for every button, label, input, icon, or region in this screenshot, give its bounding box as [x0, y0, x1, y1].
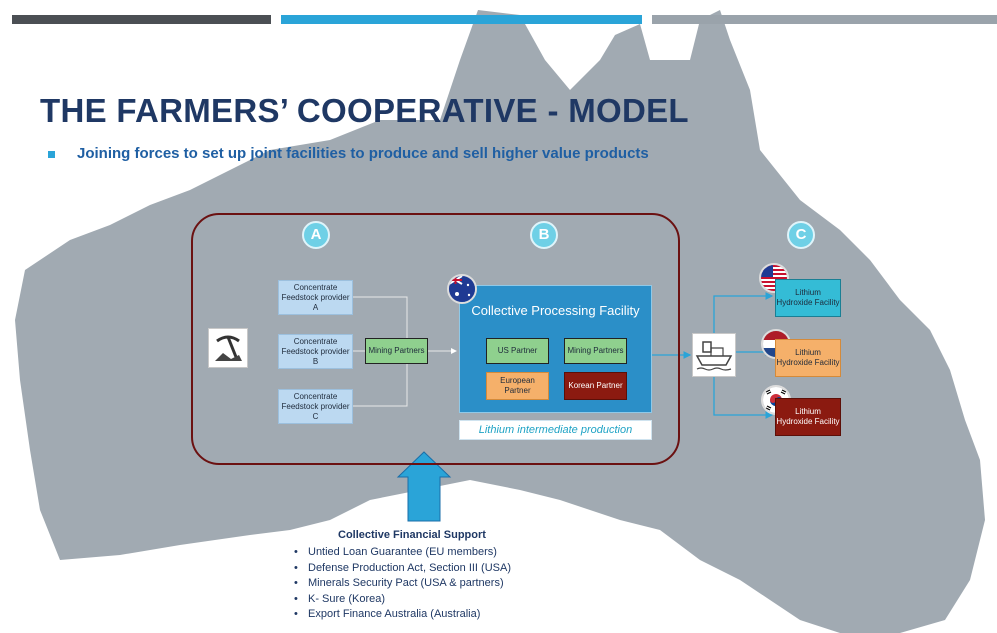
list-item: •Minerals Security Pact (USA & partners)	[294, 577, 504, 589]
korean-partner-label: Korean Partner	[568, 381, 623, 390]
mining-partners-label: Mining Partners	[368, 346, 425, 355]
european-partner-box: European Partner	[486, 372, 549, 400]
lithium-intermediate-label: Lithium intermediate production	[459, 420, 652, 440]
provider-b-label: Concentrate Feedstock provider B	[281, 336, 350, 366]
page-subtitle: Joining forces to set up joint facilitie…	[77, 145, 649, 162]
facility-mining-partners-box: Mining Partners	[564, 338, 627, 364]
provider-c-label: Concentrate Feedstock provider C	[281, 391, 350, 421]
list-item: •K- Sure (Korea)	[294, 592, 386, 605]
usa-lithium-facility-box: Lithium Hydroxide Facility	[775, 279, 841, 317]
page-title: THE FARMERS’ COOPERATIVE - MODEL	[40, 92, 689, 129]
netherlands-lithium-facility-label: Lithium Hydroxide Facility	[776, 348, 840, 367]
provider-a-label: Concentrate Feedstock provider A	[281, 282, 350, 312]
list-item: •Export Finance Australia (Australia)	[294, 608, 481, 620]
stage-c-label: C	[787, 221, 815, 249]
european-partner-label: European Partner	[500, 376, 535, 395]
provider-a-box: Concentrate Feedstock provider A	[278, 280, 353, 315]
netherlands-lithium-facility-box: Lithium Hydroxide Facility	[775, 339, 841, 377]
list-item: •Untied Loan Guarantee (EU members)	[294, 546, 497, 558]
list-item: •Defense Production Act, Section III (US…	[294, 561, 511, 574]
cargo-ship-icon	[692, 333, 736, 377]
stage-a-label: A	[302, 221, 330, 249]
bullet-square-icon	[48, 151, 55, 158]
korea-lithium-facility-box: Lithium Hydroxide Facility	[775, 398, 841, 436]
top-bar-blue	[281, 15, 642, 24]
mining-partners-box: Mining Partners	[365, 338, 428, 364]
cooperative-frame	[191, 213, 680, 465]
usa-lithium-facility-label: Lithium Hydroxide Facility	[776, 288, 840, 307]
facility-title: Collective Processing Facility	[471, 303, 640, 318]
us-partner-label: US Partner	[497, 346, 538, 355]
financial-support-list: •Untied Loan Guarantee (EU members) •Def…	[294, 545, 511, 623]
korea-lithium-facility-label: Lithium Hydroxide Facility	[776, 407, 840, 426]
provider-c-box: Concentrate Feedstock provider C	[278, 389, 353, 424]
stage-b-label: B	[530, 221, 558, 249]
top-bar-gray	[652, 15, 997, 24]
usa-flag-icon	[759, 263, 789, 293]
australia-flag-icon	[447, 274, 477, 304]
korean-partner-box: Korean Partner	[564, 372, 627, 400]
top-bar-dark	[12, 15, 271, 24]
pickaxe-icon	[208, 328, 248, 368]
us-partner-box: US Partner	[486, 338, 549, 364]
financial-support-title: Collective Financial Support	[338, 529, 486, 541]
provider-b-box: Concentrate Feedstock provider B	[278, 334, 353, 369]
facility-mining-partners-label: Mining Partners	[567, 346, 624, 355]
